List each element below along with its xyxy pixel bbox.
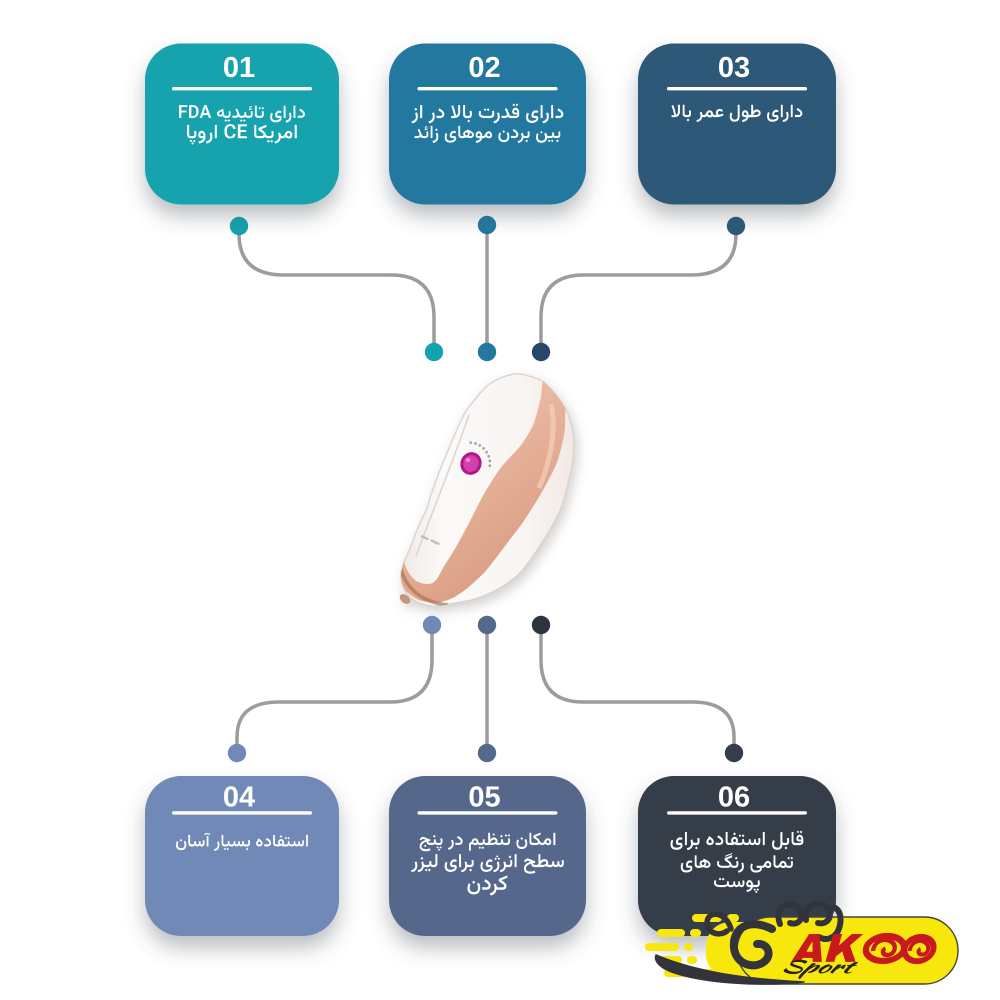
svg-text:05: 05	[468, 782, 500, 814]
svg-text:03: 03	[718, 52, 750, 84]
svg-text:01: 01	[223, 52, 255, 84]
svg-text:02: 02	[468, 52, 500, 84]
svg-text:04: 04	[223, 782, 255, 814]
svg-text:06: 06	[718, 782, 750, 814]
